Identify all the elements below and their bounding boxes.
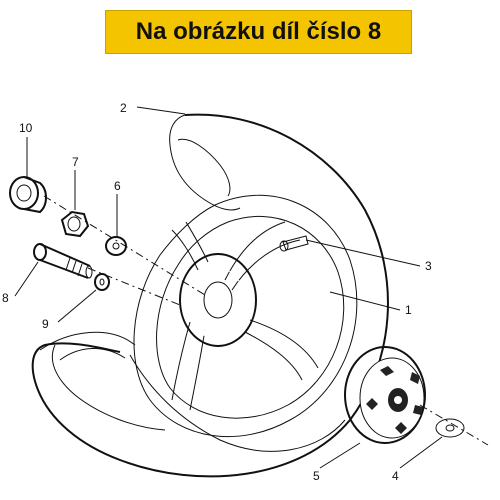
collar-part [9,176,47,214]
callout-4: 4 [392,469,399,483]
callout-6: 6 [114,179,121,193]
leader-lines [14,106,443,469]
clutch-hub-part [344,346,426,444]
banner-text: Na obrázku díl číslo 8 [135,18,382,45]
axle-centerline [43,195,489,446]
part-number-banner: Na obrázku díl číslo 8 [105,10,412,54]
washer-9-part [94,273,110,291]
valve-part [279,235,309,252]
axle-bolt-part [33,243,93,279]
tire-part [31,113,389,478]
callout-1: 1 [405,303,412,317]
rim-part [133,194,358,438]
callout-9: 9 [42,317,49,331]
axle-centerline-lower [87,267,181,306]
callout-8: 8 [2,291,9,305]
callout-2: 2 [120,101,127,115]
callout-10: 10 [19,121,33,135]
callout-3: 3 [425,259,432,273]
callout-7: 7 [72,155,79,169]
nut-part [60,210,90,238]
washer-4-part [435,418,465,438]
callout-5: 5 [313,469,320,483]
